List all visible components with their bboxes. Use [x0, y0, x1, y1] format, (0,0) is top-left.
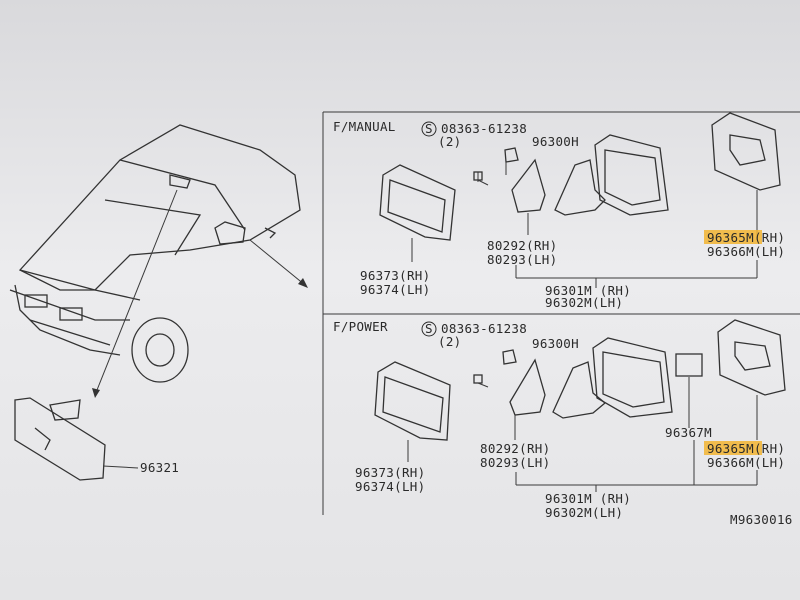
manual-96373: 96373(RH) — [360, 268, 430, 283]
highlight-manual-96365M — [704, 230, 762, 244]
power-96373: 96373(RH) — [355, 465, 425, 480]
manual-screw-part: 08363-61238 — [441, 121, 527, 136]
power-80292: 80292(RH) — [480, 441, 550, 456]
highlight-power-96365M — [704, 441, 762, 455]
panel-frames — [322, 111, 800, 515]
power-screw-qty: (2) — [438, 334, 461, 349]
manual-96366M: 96366M(LH) — [707, 244, 785, 259]
manual-96301M: 96301M (RH) — [545, 283, 631, 298]
power-96374: 96374(LH) — [355, 479, 425, 494]
power-title: F/POWER — [333, 319, 388, 334]
power-96301M: 96301M (RH) — [545, 491, 631, 506]
screw-symbol-icon — [421, 121, 437, 137]
manual-96300H: 96300H — [532, 134, 579, 149]
manual-96374: 96374(LH) — [360, 282, 430, 297]
manual-96302M: 96302M(LH) — [545, 295, 623, 310]
rearview-mirror — [14, 397, 139, 481]
manual-parts — [379, 112, 781, 288]
power-96365M: 96365M(RH) — [707, 441, 785, 456]
pointer-arrows — [92, 189, 308, 398]
rearview-part-96321: 96321 — [140, 460, 179, 475]
figure-code: M9630016 — [730, 512, 793, 527]
vehicle-illustration — [9, 124, 301, 383]
manual-title: F/MANUAL — [333, 119, 396, 134]
screw-symbol-icon — [421, 321, 437, 337]
manual-80292: 80292(RH) — [487, 238, 557, 253]
power-parts — [374, 319, 786, 492]
manual-screw-symbol: S — [425, 121, 433, 136]
manual-96365M: 96365M(RH) — [707, 230, 785, 245]
power-screw-symbol: S — [425, 321, 433, 336]
power-screw-part: 08363-61238 — [441, 321, 527, 336]
power-96300H: 96300H — [532, 336, 579, 351]
power-96367M: 96367M — [665, 425, 712, 440]
power-96302M: 96302M(LH) — [545, 505, 623, 520]
manual-screw-qty: (2) — [438, 134, 461, 149]
manual-80293: 80293(LH) — [487, 252, 557, 267]
power-96366M: 96366M(LH) — [707, 455, 785, 470]
power-80293: 80293(LH) — [480, 455, 550, 470]
